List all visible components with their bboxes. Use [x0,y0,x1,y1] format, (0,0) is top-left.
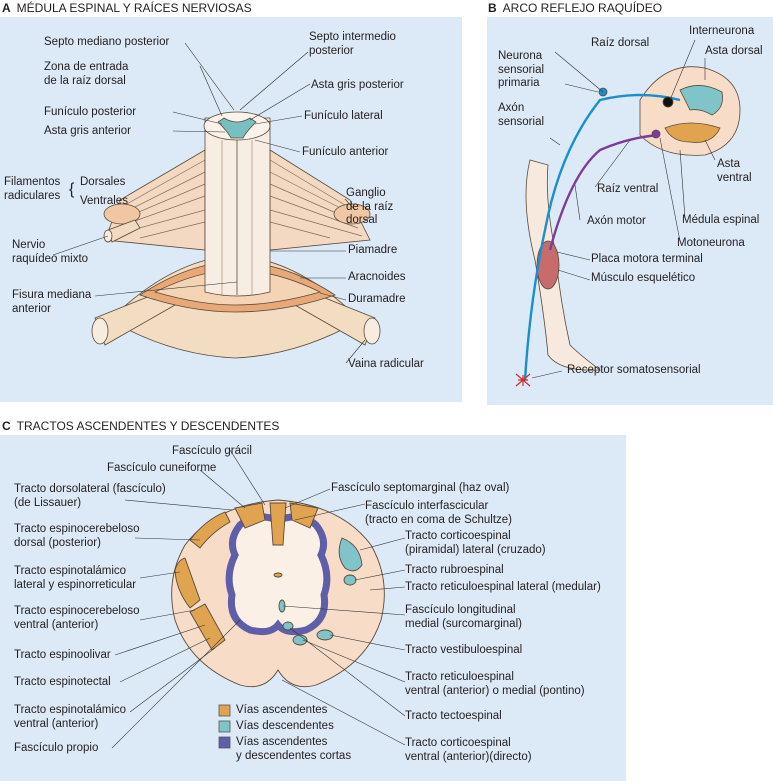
label-dorsolateral: Tracto dorsolateral (fascículo) (de Liss… [14,483,166,509]
label-ventral-reticulospinal: Tracto reticuloespinal ventral (anterior… [405,671,585,697]
dorsal-horn [679,85,723,116]
label-dorsal-root: Raíz dorsal [591,37,650,49]
label-intermediate-septum: Septo intermedio posterior [309,31,396,57]
label-gracile: Fascículo grácil [172,445,252,457]
panel-b-title: B ARCO REFLEJO RAQUÍDEO [488,1,662,15]
label-dorsal-root-entry: Zona de entrada de la raíz dorsal [44,61,129,87]
label-lateral-funiculus: Funículo lateral [304,110,383,122]
tract-rubrospinal [343,574,357,586]
tract-cuneate-left [234,502,266,529]
panel-c-title-text: TRACTOS ASCENDENTES Y DESCENDENTES [16,419,280,433]
label-spinal-cord: Médula espinal [682,214,760,226]
tract-cuneate-right [289,502,319,529]
label-dorsal-rootlets: Dorsales [80,176,126,188]
motoneuron-dot [651,129,661,139]
panel-c-title: C TRACTOS ASCENDENTES Y DESCENDENTES [2,419,279,433]
panel-a-title: A MÉDULA ESPINAL Y RAÍCES NERVIOSAS [2,1,252,15]
skeletal-muscle [536,240,560,290]
legend-descending-swatch [218,720,231,733]
tract-ventral-spinocerebellar [189,603,226,651]
label-lateral-reticulospinal: Tracto reticuloespinal lateral (medular) [405,581,601,593]
label-fasciculus-proprius: Fascículo propio [14,742,99,754]
label-posterior-gray-horn: Asta gris posterior [311,79,404,91]
label-ventral-root: Raíz ventral [597,183,659,195]
label-anterior-funiculus: Funículo anterior [302,146,389,158]
legend-short-label: Vías ascendentes y descendentes cortas [236,736,352,762]
label-ventral-rootlets: Ventrales [80,195,128,207]
leader-lines [52,39,716,749]
panel-a-letter: A [2,1,11,15]
label-medial-longitudinal: Fascículo longitudinal medial (surcomarg… [405,604,522,630]
sensory-neuron-path [523,93,681,381]
label-interneuron: Interneurona [689,25,755,37]
legend-short-swatch [218,736,231,749]
label-end-plate: Placa motora terminal [591,253,703,265]
ganglion-right [333,203,371,225]
legend-ascending-label: Vías ascendentes [236,704,328,716]
tract-dorsal-spinocerebellar [189,511,231,549]
ventral-horn [664,122,721,143]
tract-vestibulospinal [316,629,334,641]
label-septomarginal: Fascículo septomarginal (haz oval) [331,482,510,494]
label-filaments: Filamentos radiculares [4,176,61,202]
label-anterior-fissure: Fisura mediana anterior [12,289,92,315]
tract-spinothalamic [174,557,201,609]
tract-section-drawing [171,499,385,688]
receptor-mark [515,373,531,387]
legend-descending-label: Vías descendentes [236,720,334,732]
label-rubrospinal: Tracto rubroespinal [405,564,504,576]
tract-gracile [269,502,287,546]
label-ventral-spinothalamic: Tracto espinotalámico ventral (anterior) [14,704,127,730]
nerve-end-right [363,317,381,345]
label-dorsal-horn: Asta dorsal [705,45,763,57]
label-interfascicular: Fascículo interfascicular (tracto en com… [365,500,513,526]
label-dorsal-spinocerebellar: Tracto espinocerebeloso dorsal (posterio… [14,523,140,549]
label-ventral-corticospinal: Tracto corticoespinal ventral (anterior)… [405,737,532,763]
panel-b-title-text: ARCO REFLEJO RAQUÍDEO [502,1,663,15]
panel-b-letter: B [488,1,497,15]
label-ganglion: Ganglio de la raíz dorsal [346,187,394,226]
tract-reticulospinal [292,634,308,646]
label-mixed-nerve: Nervio raquídeo mixto [12,239,89,265]
label-cuneate: Fascículo cuneiforme [107,462,217,474]
label-motoneuron: Motoneurona [677,237,745,249]
tract-tectospinal [282,621,294,631]
label-vestibulospinal: Tracto vestibuloespinal [405,644,523,656]
label-spino-olivary: Tracto espinoolivar [14,649,111,661]
label-primary-sensory-neuron: Neurona sensorial primaria [498,50,545,89]
label-tectospinal: Tracto tectoespinal [405,710,502,722]
cord-column [204,117,271,297]
spinal-cord-drawing [91,111,381,359]
interneuron-dot [662,96,674,108]
label-lateral-spinothalamic: Tracto espinotalámico lateral y espinorr… [14,565,137,591]
label-ventral-spinocerebellar: Tracto espinocerebeloso ventral (anterio… [14,605,140,631]
label-dura: Duramadre [348,293,406,305]
label-skeletal-muscle: Músculo esquelético [591,272,696,284]
label-arachnoid: Aracnoides [348,271,406,283]
ganglion-left [103,203,141,225]
label-motor-axon: Axón motor [587,215,646,227]
tract-lateral-corticospinal [338,537,363,572]
panel-c-letter: C [2,419,11,433]
label-posterior-median-septum: Septo mediano posterior [44,36,170,48]
gray-matter-top [217,117,257,139]
label-lateral-corticospinal: Tracto corticoespinal (piramidal) latera… [405,530,546,556]
brace-filaments: { [69,181,75,198]
label-anterior-gray-horn: Asta gris anterior [44,125,131,137]
reflex-arc-drawing [515,66,741,387]
label-posterior-funiculus: Funículo posterior [44,106,137,118]
legend-ascending-swatch [218,704,231,717]
label-pia: Piamadre [348,244,398,256]
label-ventral-horn: Asta ventral [717,158,752,184]
label-receptor: Receptor somatosensorial [567,364,701,376]
label-spinotectal: Tracto espinotectal [14,676,111,688]
label-root-sheath: Vaina radicular [348,358,424,370]
motor-neuron-path [548,133,661,251]
panel-a-title-text: MÉDULA ESPINAL Y RAÍCES NERVIOSAS [16,1,252,15]
central-canal [273,572,283,578]
nerve-end-left [91,317,109,345]
label-sensory-axon: Axón sensorial [498,102,545,128]
